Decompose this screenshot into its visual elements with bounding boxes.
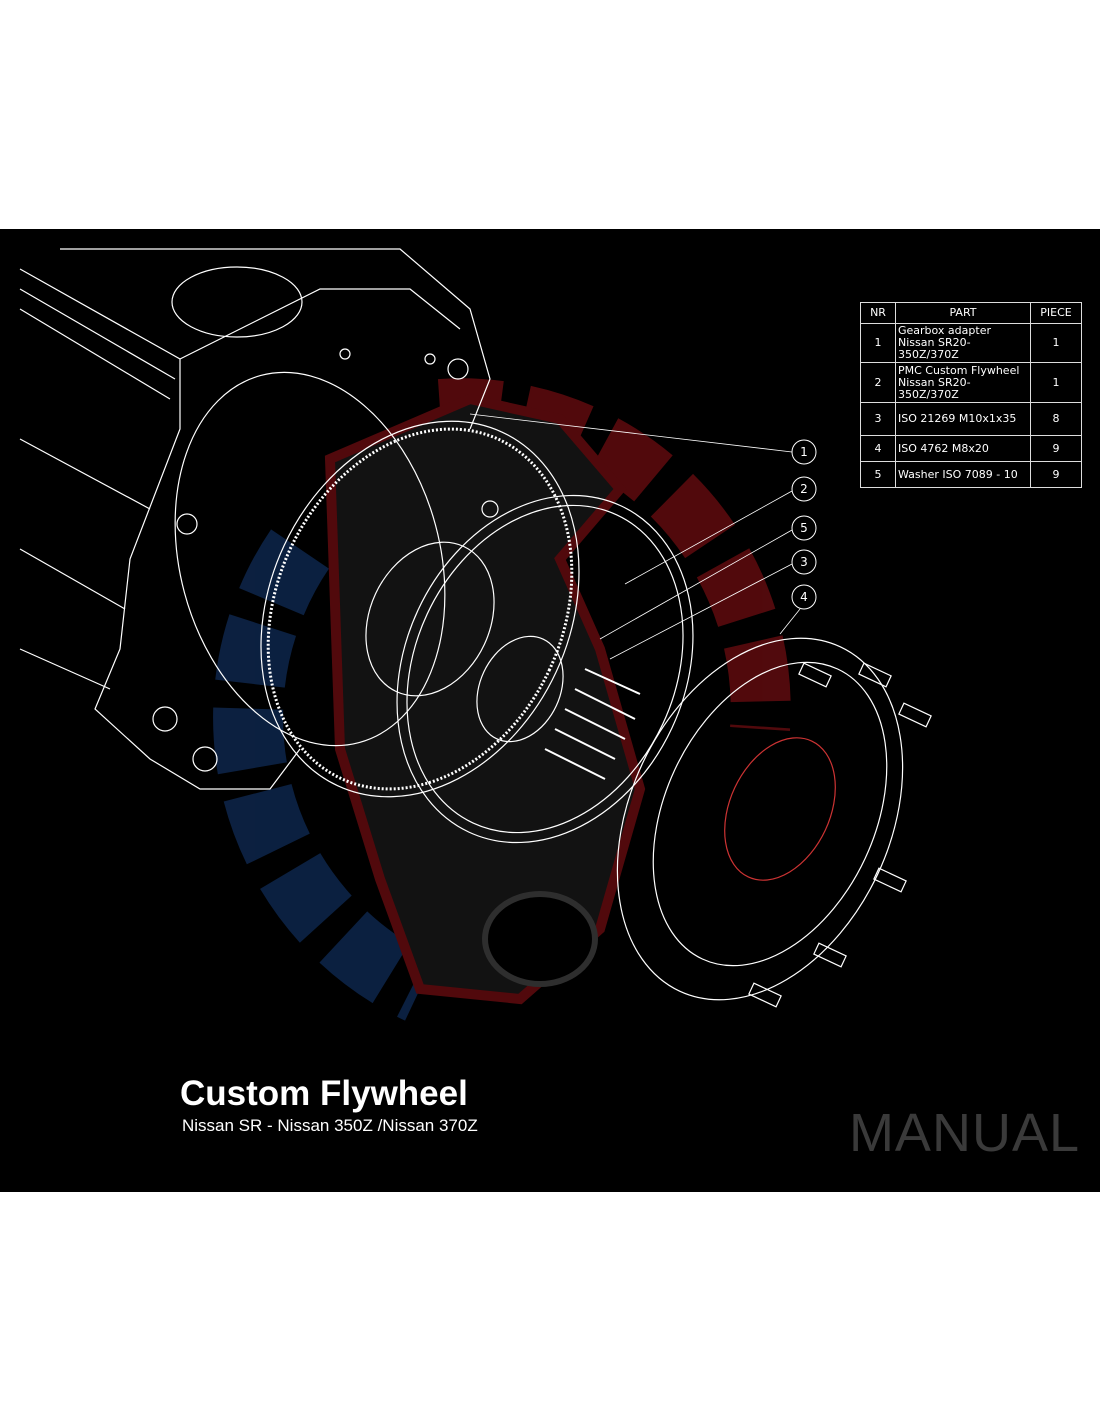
manual-badge: MANUAL [848, 1103, 1080, 1163]
part-line: Nissan SR20-350Z/370Z [898, 375, 971, 401]
callout-label: 3 [800, 555, 808, 569]
bolts [748, 662, 932, 1008]
cell-nr: 2 [860, 362, 896, 403]
cell-part: ISO 21269 M10x1x35 [895, 402, 1031, 436]
exploded-view-drawing: 1 2 5 3 4 [19, 248, 932, 1021]
callout-3: 3 [791, 549, 817, 575]
part-line: Gearbox adapter [898, 324, 991, 337]
table-header-row: NR PART PIECE [860, 302, 1082, 324]
callout-label: 5 [800, 521, 808, 535]
logo-watermark [213, 378, 791, 1021]
clutch-pressure-plate [616, 637, 932, 1008]
table-row: 5 Washer ISO 7089 - 10 9 [860, 461, 1082, 488]
cell-piece: 1 [1030, 323, 1082, 363]
table-row: 4 ISO 4762 M8x20 9 [860, 435, 1082, 462]
header-nr: NR [860, 302, 896, 324]
table-row: 3 ISO 21269 M10x1x35 8 [860, 402, 1082, 436]
header-part: PART [895, 302, 1031, 324]
leader-lines [469, 413, 801, 660]
cell-nr: 5 [860, 461, 896, 488]
cell-piece: 8 [1030, 402, 1082, 436]
cell-nr: 4 [860, 435, 896, 462]
page-subtitle: Nissan SR - Nissan 350Z /Nissan 370Z [182, 1116, 478, 1135]
callout-4: 4 [791, 584, 817, 610]
cell-piece: 9 [1030, 435, 1082, 462]
callout-label: 4 [800, 590, 808, 604]
cell-piece: 9 [1030, 461, 1082, 488]
callout-5: 5 [791, 515, 817, 541]
header-piece: PIECE [1030, 302, 1082, 324]
callout-2: 2 [791, 476, 817, 502]
cell-piece: 1 [1030, 362, 1082, 403]
custom-flywheel-disc [396, 494, 694, 844]
gearbox-adapter [19, 248, 491, 790]
callout-label: 2 [800, 482, 808, 496]
callout-label: 1 [800, 445, 808, 459]
cell-nr: 1 [860, 323, 896, 363]
part-line: PMC Custom Flywheel [898, 363, 1020, 377]
cell-part: Washer ISO 7089 - 10 [895, 461, 1031, 488]
flywheel [260, 420, 580, 798]
page-title: Custom Flywheel [180, 1074, 468, 1113]
diagram-panel: 1 2 5 3 4 NR PART PIECE 1 Gearbox adapte… [0, 229, 1100, 1192]
part-line: Nissan SR20-350Z/370Z [898, 336, 971, 361]
callout-1: 1 [791, 439, 817, 465]
cell-part: ISO 4762 M8x20 [895, 435, 1031, 462]
cell-nr: 3 [860, 402, 896, 436]
